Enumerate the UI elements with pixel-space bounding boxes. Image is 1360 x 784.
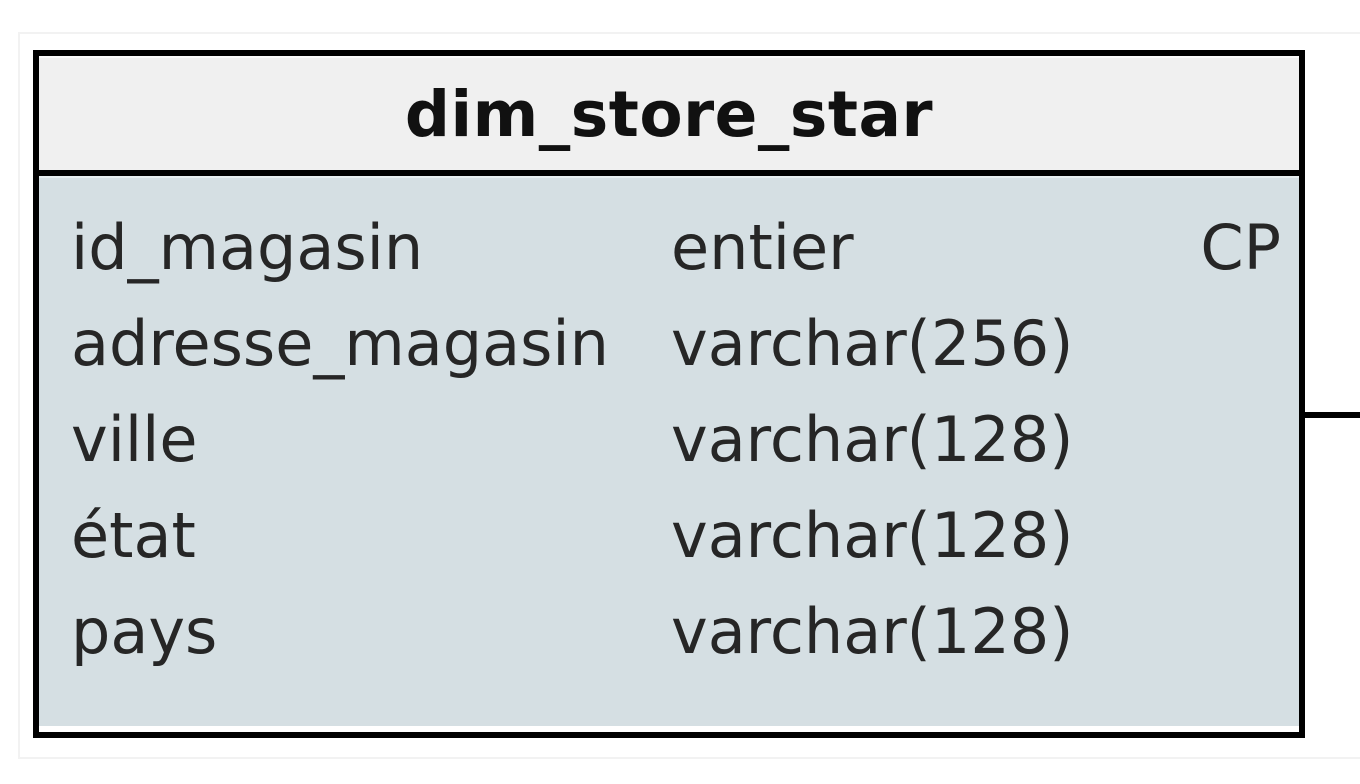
entity-attribute-list: id_magasin entier CP adresse_magasin var… <box>39 176 1299 726</box>
attribute-row[interactable]: état varchar(128) <box>39 488 1299 584</box>
entity-header: dim_store_star <box>39 56 1299 176</box>
attribute-type: varchar(128) <box>671 595 1074 668</box>
attribute-type: varchar(128) <box>671 403 1074 476</box>
attribute-name: adresse_magasin <box>71 307 609 380</box>
attribute-row[interactable]: pays varchar(128) <box>39 584 1299 680</box>
attribute-name: état <box>71 499 196 572</box>
attribute-type: varchar(256) <box>671 307 1074 380</box>
attribute-row[interactable]: id_magasin entier CP <box>39 200 1299 296</box>
canvas-guide-bottom <box>18 757 1360 759</box>
attribute-type: entier <box>671 211 854 284</box>
entity-box-dim-store-star[interactable]: dim_store_star id_magasin entier CP adre… <box>33 50 1305 738</box>
relationship-connector-line[interactable] <box>1305 412 1360 418</box>
canvas-guide-top <box>18 32 1360 34</box>
attribute-type: varchar(128) <box>671 499 1074 572</box>
attribute-key-badge: CP <box>1200 211 1281 284</box>
attribute-row[interactable]: ville varchar(128) <box>39 392 1299 488</box>
entity-title: dim_store_star <box>404 77 934 151</box>
attribute-name: ville <box>71 403 198 476</box>
canvas-guide-left <box>18 32 20 759</box>
attribute-name: pays <box>71 595 218 668</box>
attribute-name: id_magasin <box>71 211 424 284</box>
attribute-row[interactable]: adresse_magasin varchar(256) <box>39 296 1299 392</box>
